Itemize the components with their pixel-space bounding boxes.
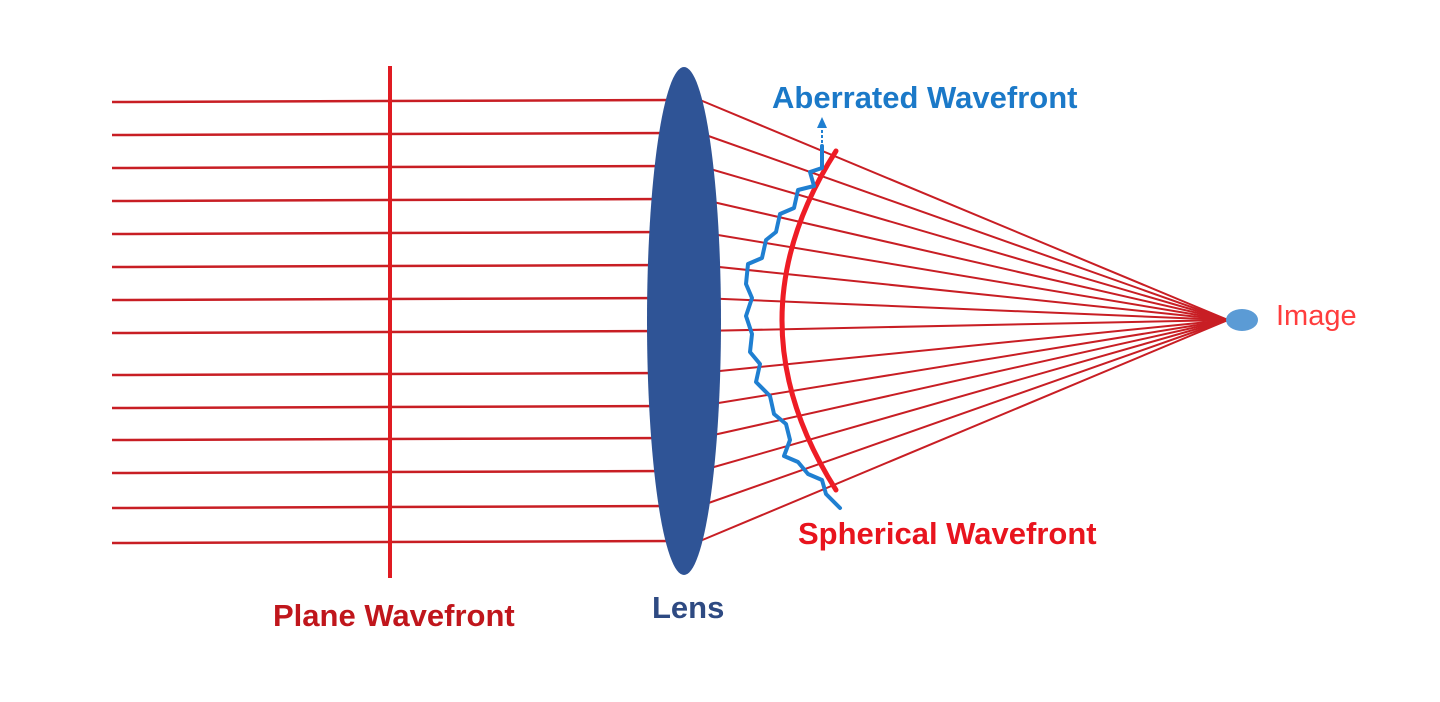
converging-ray xyxy=(699,319,1229,472)
aberrated-arrow-icon xyxy=(817,117,827,148)
converging-ray xyxy=(699,132,1229,321)
incoming-ray xyxy=(111,436,681,442)
incoming-ray xyxy=(111,263,681,269)
converging-ray xyxy=(699,165,1229,321)
converging-ray xyxy=(699,319,1229,374)
incoming-ray xyxy=(111,131,681,137)
converging-ray xyxy=(699,297,1229,321)
plane-wavefront-label: Plane Wavefront xyxy=(273,598,515,633)
spherical-wavefront-label: Spherical Wavefront xyxy=(798,516,1097,551)
converging-ray xyxy=(699,198,1229,321)
converging-ray xyxy=(699,99,1229,321)
converging-ray xyxy=(699,319,1229,542)
image-label: Image xyxy=(1276,300,1357,332)
converging-ray xyxy=(699,319,1229,407)
converging-ray xyxy=(699,319,1229,439)
incoming-ray xyxy=(111,197,681,203)
converging-ray xyxy=(699,319,1229,507)
incoming-ray xyxy=(111,404,681,410)
incoming-ray xyxy=(111,230,681,236)
incoming-ray xyxy=(111,371,681,377)
converging-ray xyxy=(699,319,1229,332)
incoming-ray xyxy=(111,539,681,545)
lens-shape xyxy=(647,67,721,575)
incoming-ray xyxy=(111,296,681,302)
incoming-ray xyxy=(111,329,681,335)
spherical-wavefront-curve xyxy=(779,148,839,493)
incoming-ray xyxy=(111,98,681,104)
image-spot xyxy=(1226,309,1258,331)
incoming-ray xyxy=(111,164,681,170)
lens-label: Lens xyxy=(652,590,725,625)
converging-ray xyxy=(699,231,1229,321)
aberrated-wavefront-curve xyxy=(744,144,842,510)
incoming-ray xyxy=(111,504,681,510)
incoming-ray xyxy=(111,469,681,475)
aberrated-wavefront-label: Aberrated Wavefront xyxy=(772,80,1078,115)
